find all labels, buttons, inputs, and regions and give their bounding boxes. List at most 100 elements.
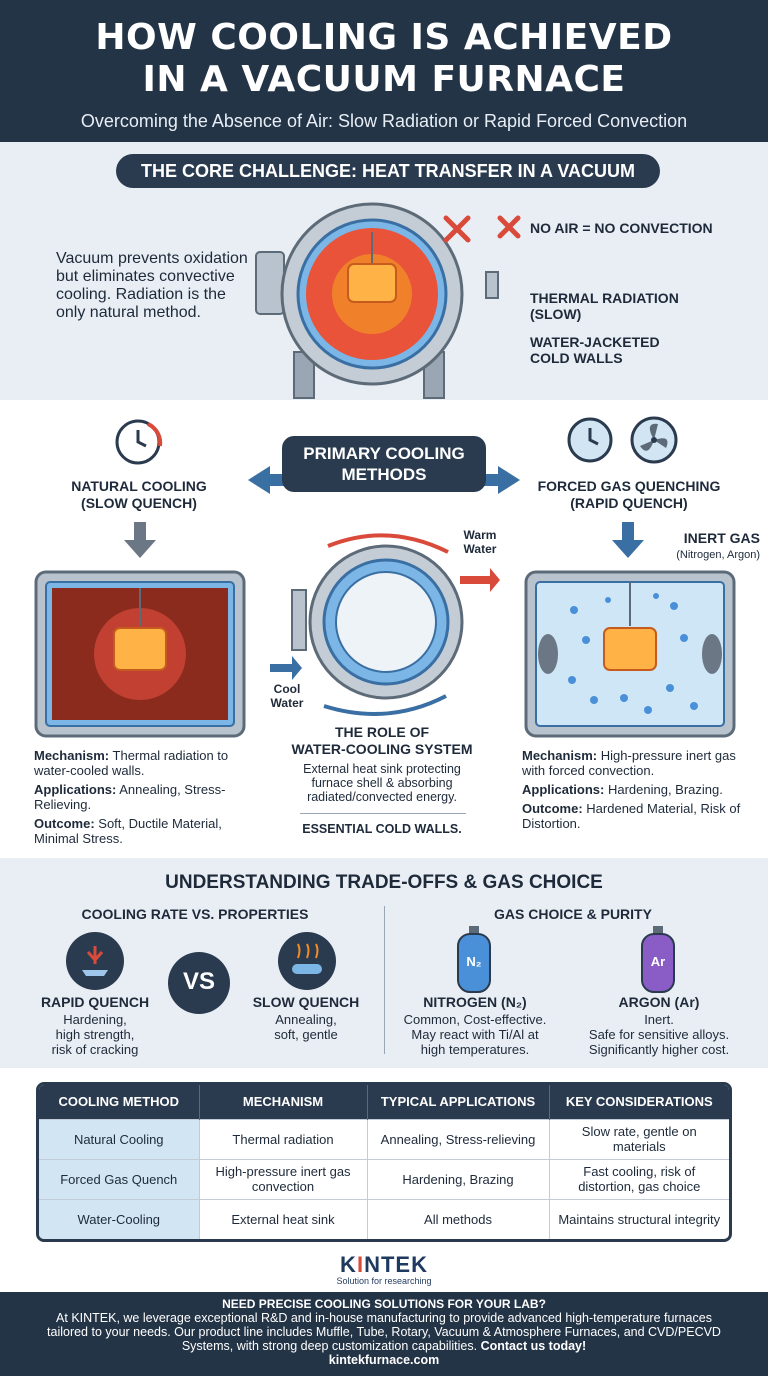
slow-quench-text: Annealing, soft, gentle [274,1012,338,1042]
footer-body: At KINTEK, we leverage exceptional R&D a… [47,1311,721,1353]
cool-water-label: Cool Water [262,682,312,710]
website-link[interactable]: kintekfurnace.com [328,1353,440,1367]
forced-title-line-1: FORCED GAS QUENCHING [537,478,721,494]
argon-text: Inert. Safe for sensitive alloys. Signif… [588,1012,730,1057]
forced-gas-description: Mechanism: High-pressure inert gas with … [522,748,742,835]
natural-down-arrow [124,522,156,558]
rapid-quench-title: RAPID QUENCH [40,994,150,1010]
table-cell: Hardening, Brazing [367,1158,550,1199]
slow-quench-title: SLOW QUENCH [252,994,360,1010]
forced-gas-chamber [524,570,736,738]
slow-quench-icon [278,932,336,990]
gas-choice-heading: GAS CHOICE & PURITY [494,906,652,922]
forced-mechanism: Mechanism: High-pressure inert gas with … [522,748,736,778]
no-air-label: NO AIR = NO CONVECTION [530,220,713,236]
pill-line-1: PRIMARY COOLING [303,444,465,463]
cool-water-line-1: Cool [273,682,301,696]
tradeoffs-title: UNDERSTANDING TRADE-OFFS & GAS CHOICE [165,872,603,893]
title-line-1: HOW COOLING IS ACHIEVED [95,17,673,58]
table-cell: All methods [367,1198,550,1239]
core-description: Vacuum prevents oxidation but eliminates… [56,250,248,321]
comparison-table-grid: COOLING METHOD MECHANISM TYPICAL APPLICA… [39,1085,729,1239]
no-convection-cross-icon [443,215,521,243]
table-row: Water-Cooling External heat sink All met… [39,1198,729,1239]
warm-water-line-2: Water [463,542,497,556]
table-cell: High-pressure inert gas convection [199,1158,368,1199]
natural-cooling-chamber [34,570,246,738]
vs-badge [168,952,230,1014]
table-cell: Annealing, Stress-relieving [367,1118,550,1159]
table-cell: Maintains structural integrity [549,1198,729,1239]
inert-gas-sub: (Nitrogen, Argon) [676,549,760,561]
table-cell: External heat sink [199,1198,368,1239]
warm-water-line-1: Warm [463,528,497,542]
table-row: Natural Cooling Thermal radiation Anneal… [39,1118,729,1159]
forced-gas-title: FORCED GAS QUENCHING (RAPID QUENCH) [526,478,732,512]
argon-cylinder-icon [641,926,675,993]
warm-water-label: Warm Water [452,528,508,556]
table-header: COOLING METHOD [39,1085,200,1119]
radiation-label: THERMAL RADIATION (SLOW) [530,290,679,322]
primary-cooling-methods-pill: PRIMARY COOLING METHODS [282,436,486,492]
rapid-quench-icon [66,932,124,990]
cooling-rate-heading: COOLING RATE VS. PROPERTIES [81,906,309,922]
slow-clock-icon [115,419,163,465]
nitrogen-symbol: N₂ [466,954,482,969]
natural-title-line-1: NATURAL COOLING [71,478,207,494]
table-cell: Natural Cooling [39,1118,200,1159]
pill-line-2: METHODS [341,465,427,484]
role-title-line-1: THE ROLE OF [334,724,430,740]
core-challenge-pill: THE CORE CHALLENGE: HEAT TRANSFER IN A V… [116,154,660,188]
natural-cooling-title: NATURAL COOLING (SLOW QUENCH) [56,478,222,512]
forced-applications: Applications: Hardening, Brazing. [522,782,723,797]
water-cooling-role-text: External heat sink protecting furnace sh… [303,762,461,804]
rapid-quench-text: Hardening, high strength, risk of cracki… [51,1012,139,1057]
essential-cold-walls: ESSENTIAL COLD WALLS. [302,822,462,836]
forced-down-arrow [612,522,644,558]
brand-tagline: Solution for researching [336,1276,432,1286]
tradeoffs-divider [384,906,385,1054]
table-cell: Slow rate, gentle on materials [549,1118,729,1159]
natural-mechanism: Mechanism: Thermal radiation to water-co… [34,748,229,778]
table-cell: Thermal radiation [199,1118,368,1159]
core-challenge-section: THE CORE CHALLENGE: HEAT TRANSFER IN A V… [0,142,768,400]
contact-link[interactable]: Contact us today! [480,1339,587,1353]
table-cell: Fast cooling, risk of distortion, gas ch… [549,1158,729,1199]
nitrogen-title: NITROGEN (N₂) [423,994,527,1010]
kintek-logo: KINTEK Solution for researching [0,1252,768,1286]
page-subtitle: Overcoming the Absence of Air: Slow Radi… [80,111,688,131]
radiation-label-line-1: THERMAL RADIATION [530,290,679,306]
brand-name: KINTEK [340,1252,428,1277]
cold-walls-label-line-2: COLD WALLS [530,350,623,366]
cold-walls-label-line-1: WATER-JACKETED [530,334,660,350]
table-cell: Forced Gas Quench [39,1158,200,1199]
natural-outcome: Outcome: Soft, Ductile Material, Minimal… [34,816,222,846]
water-cooling-role-title: THE ROLE OF WATER-COOLING SYSTEM [272,724,492,758]
forced-outcome: Outcome: Hardened Material, Risk of Dist… [522,801,741,831]
natural-title-line-2: (SLOW QUENCH) [81,495,197,511]
footer-title: NEED PRECISE COOLING SOLUTIONS FOR YOUR … [222,1297,546,1311]
fan-icon [630,416,678,464]
cooling-methods-section: PRIMARY COOLING METHODS NATURAL COOLING … [0,400,768,858]
tradeoffs-section: UNDERSTANDING TRADE-OFFS & GAS CHOICE CO… [0,858,768,1068]
fast-clock-icon [567,417,613,463]
table-header: KEY CONSIDERATIONS [549,1085,729,1119]
water-cooling-illustration [270,533,500,716]
nitrogen-text: Common, Cost-effective. May react with T… [403,1012,547,1057]
cold-walls-label: WATER-JACKETED COLD WALLS [530,334,660,366]
role-title-line-2: WATER-COOLING SYSTEM [291,741,473,757]
natural-cooling-description: Mechanism: Thermal radiation to water-co… [34,748,254,850]
footer-cta: NEED PRECISE COOLING SOLUTIONS FOR YOUR … [0,1292,768,1376]
title-line-2: IN A VACUUM FURNACE [142,59,626,100]
vacuum-furnace-illustration [255,202,499,399]
comparison-table: COOLING METHOD MECHANISM TYPICAL APPLICA… [36,1082,732,1242]
table-header-row: COOLING METHOD MECHANISM TYPICAL APPLICA… [39,1085,729,1119]
inert-gas-label: INERT GAS (Nitrogen, Argon) [648,530,760,564]
radiation-label-line-2: (SLOW) [530,306,582,322]
table-header: TYPICAL APPLICATIONS [367,1085,550,1119]
cool-water-line-2: Water [270,696,304,710]
role-divider [300,813,466,814]
table-cell: Water-Cooling [39,1198,200,1239]
table-header: MECHANISM [199,1085,368,1119]
natural-applications: Applications: Annealing, Stress-Relievin… [34,782,226,812]
